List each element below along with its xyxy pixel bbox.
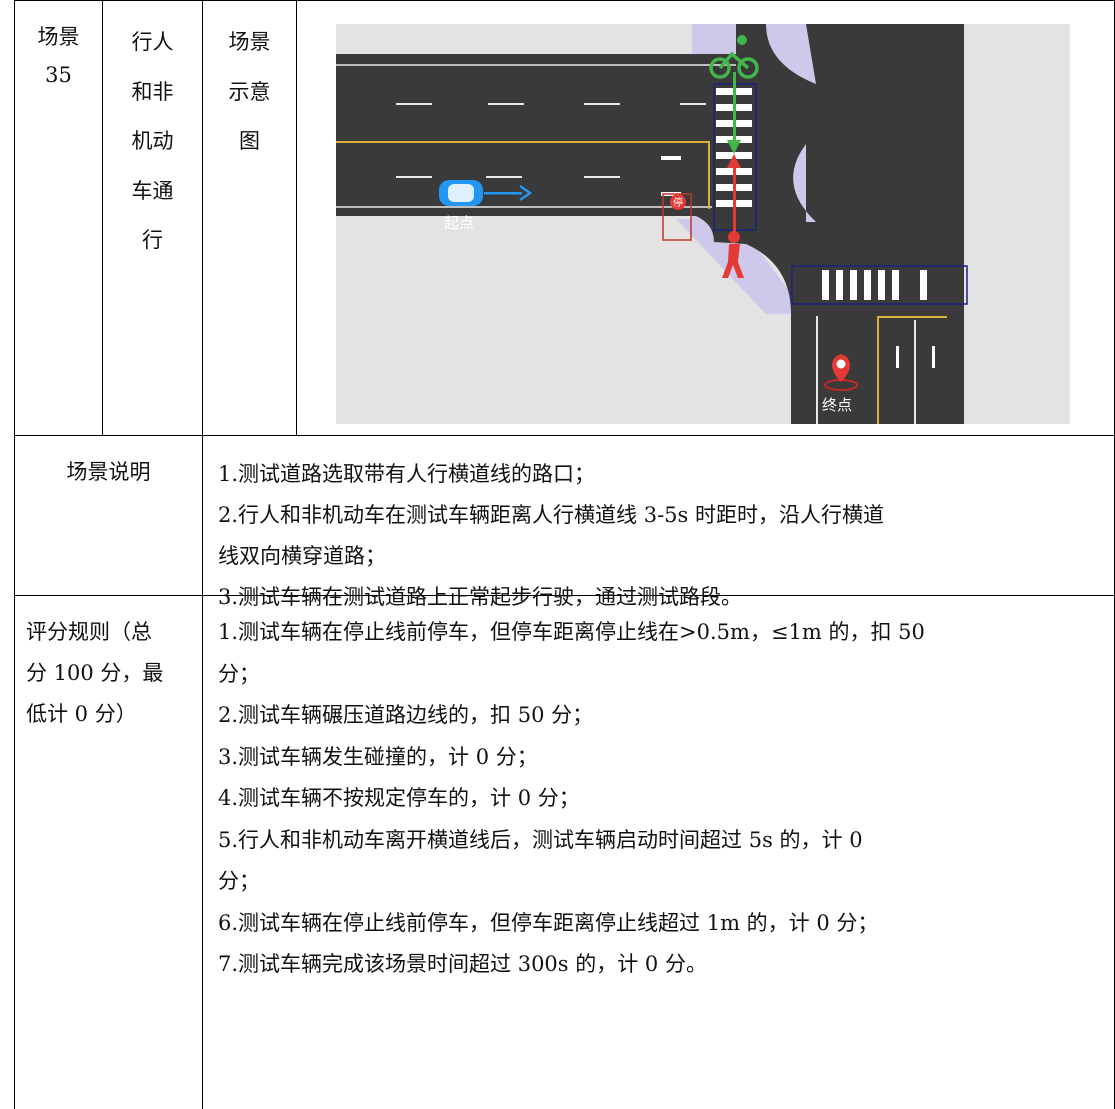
category-line: 车通 xyxy=(131,178,174,203)
stop-sign-icon xyxy=(670,194,686,210)
scoring-item: 6.测试车辆在停止线前停车，但停车距离停止线超过 1m 的，计 0 分； xyxy=(218,910,879,935)
description-item: 2.行人和非机动车在测试车辆距离人行横道线 3-5s 时距时，沿人行横道 xyxy=(218,503,884,527)
category-line: 行人 xyxy=(131,30,174,54)
scene-number-cell: 场景 35 xyxy=(15,18,102,94)
description-label: 场景说明 xyxy=(66,460,151,484)
corner-shade xyxy=(676,219,806,314)
scenario-diagram: 停 起点 终点 xyxy=(336,24,1070,424)
vehicle-direction-line xyxy=(484,192,522,195)
col-divider-1 xyxy=(102,0,103,435)
pedestrian-icon xyxy=(722,231,744,278)
center-yellow-line xyxy=(336,141,708,143)
lane-dashes-upper xyxy=(396,103,706,105)
north-road xyxy=(736,24,964,222)
scoring-item: 4.测试车辆不按规定停车的，计 0 分； xyxy=(218,786,580,810)
scene-number-line: 35 xyxy=(45,63,72,87)
stop-zone-box xyxy=(662,193,692,241)
scoring-label-line: 低计 0 分） xyxy=(26,702,137,726)
diagram-label-cell: 场景 示意 图 xyxy=(203,18,296,167)
scoring-label-line: 评分规则（总 xyxy=(26,620,152,644)
south-lane-arrows xyxy=(896,346,935,368)
south-center-yellow xyxy=(877,316,879,424)
category-line: 和非 xyxy=(131,79,174,104)
scoring-item: 5.行人和非机动车离开横道线后，测试车辆启动时间超过 5s 的，计 0 xyxy=(218,827,863,852)
cyclist-head xyxy=(737,35,747,45)
cyclist-path xyxy=(733,72,736,144)
category-line: 行 xyxy=(142,228,163,252)
diagram-label-line: 图 xyxy=(239,129,260,153)
yellow-line-end xyxy=(708,141,710,209)
stop-sign-text: 停 xyxy=(673,196,683,209)
south-lane-line-right xyxy=(914,320,916,424)
scoring-item: 分； xyxy=(218,869,260,893)
curb-line-bottom xyxy=(336,206,712,208)
south-yellow-top xyxy=(877,316,947,318)
south-crosswalk-stripes xyxy=(822,270,927,300)
north-wedge-lower xyxy=(793,144,816,222)
scene-label-line: 场景 xyxy=(37,25,80,49)
description-item: 1.测试道路选取带有人行横道线的路口； xyxy=(218,462,596,486)
vehicle-window xyxy=(448,184,474,202)
lane-dashes-lower xyxy=(396,176,620,178)
east-ground xyxy=(964,24,1070,424)
scoring-label: 评分规则（总 分 100 分，最 低计 0 分） xyxy=(26,612,202,735)
table-border-left xyxy=(14,0,15,1109)
vehicle-direction-arrow xyxy=(519,184,533,202)
scoring-item: 7.测试车辆完成该场景时间超过 300s 的，计 0 分。 xyxy=(218,952,707,976)
start-label: 起点 xyxy=(444,214,474,232)
cyclist-icon xyxy=(709,51,759,79)
scoring-item: 分； xyxy=(218,661,260,686)
end-pin-dot xyxy=(836,359,846,369)
pedestrian-arrow-head xyxy=(727,154,741,168)
south-road xyxy=(714,222,964,424)
description-content: 1.测试道路选取带有人行横道线的路口； 2.行人和非机动车在测试车辆距离人行横道… xyxy=(218,454,1098,618)
scoring-item: 2.测试车辆碾压道路边线的，扣 50 分； xyxy=(218,703,594,727)
curb-line-top xyxy=(336,64,736,66)
cyclist-arrow-head xyxy=(727,140,741,154)
scoring-item: 1.测试车辆在停止线前停车，但停车距离停止线在>0.5m，≤1m 的，扣 50 xyxy=(218,620,925,644)
scoring-label-line: 分 100 分，最 xyxy=(26,661,164,685)
diagram-label-line: 场景 xyxy=(228,30,271,54)
row-divider-2 xyxy=(14,595,1115,596)
diagram-label-line: 示意 xyxy=(228,79,271,104)
col-divider-3 xyxy=(296,0,297,435)
description-item: 线双向横穿道路； xyxy=(218,544,386,568)
pedestrian-path xyxy=(733,164,736,232)
south-crosswalk-zone xyxy=(791,265,968,305)
scene-category-cell: 行人 和非 机动 车通 行 xyxy=(103,18,202,266)
col-divider-2 xyxy=(202,0,203,1109)
row-divider-1 xyxy=(14,435,1115,436)
category-line: 机动 xyxy=(131,129,174,153)
scoring-item: 3.测试车辆发生碰撞的，计 0 分； xyxy=(218,744,538,769)
end-label: 终点 xyxy=(822,396,852,414)
east-curb xyxy=(944,24,964,424)
north-wedge-left xyxy=(766,24,816,84)
table-border-top xyxy=(14,0,1115,1)
description-item: 3.测试车辆在测试道路上正常起步行驶，通过测试路段。 xyxy=(218,585,743,609)
scoring-content: 1.测试车辆在停止线前停车，但停车距离停止线在>0.5m，≤1m 的，扣 50 … xyxy=(218,612,1098,986)
south-lane-line-left xyxy=(816,316,818,424)
